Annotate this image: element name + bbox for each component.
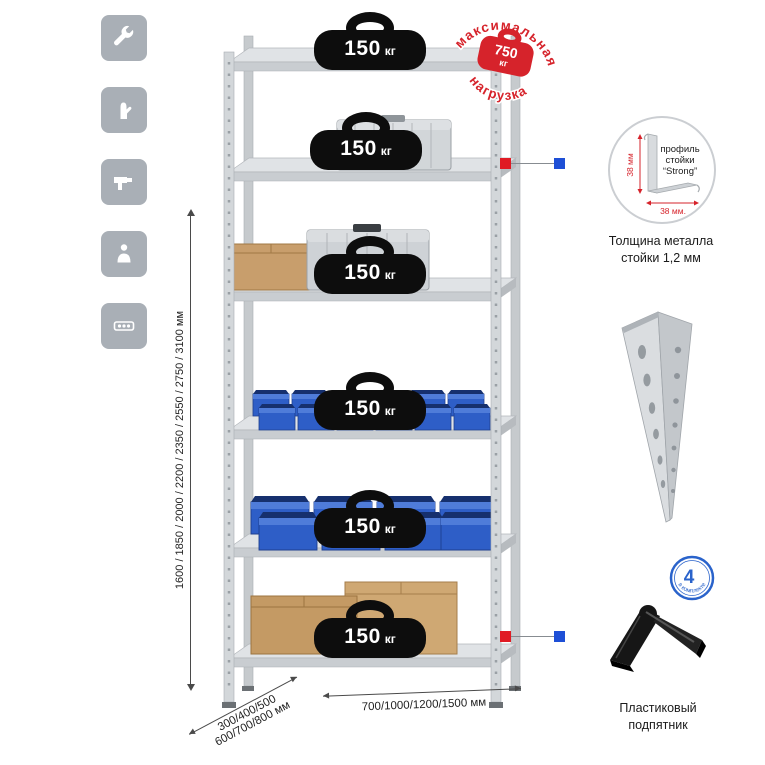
load-value: 150 — [340, 137, 377, 160]
load-value: 150 — [344, 625, 381, 648]
profile-label-line: стойки — [665, 155, 694, 166]
height-dimension-line — [186, 209, 195, 691]
max-load-stamp: максимальная нагрузка 750 кг — [429, 0, 577, 138]
feature-tile-drill — [101, 159, 147, 205]
load-unit: кг — [384, 404, 396, 418]
profile-label-line: “Strong” — [663, 166, 697, 177]
load-unit: кг — [384, 268, 396, 282]
drill-icon — [114, 177, 132, 190]
specs-icon — [113, 321, 135, 331]
caption-line: Толщина металла — [608, 234, 714, 248]
detail-connector-line — [511, 636, 554, 637]
feature-tile-wrench — [101, 15, 147, 61]
load-value: 150 — [344, 515, 381, 538]
detail-connector-line — [511, 163, 554, 164]
feature-tile-person — [101, 231, 147, 277]
included-count-badge: 4 в комплекте — [669, 555, 715, 601]
detail-marker-blue — [554, 158, 565, 169]
shelf-marker-red — [500, 631, 511, 642]
caption-line: Пластиковый — [619, 701, 697, 715]
load-unit: кг — [384, 522, 396, 536]
perforated-post — [621, 311, 693, 523]
load-unit: кг — [384, 632, 396, 646]
plastic-foot — [610, 605, 706, 672]
profile-label-line: профиль — [660, 144, 699, 155]
load-value: 150 — [344, 37, 381, 60]
shelf-marker-red — [500, 158, 511, 169]
caption-line: стойки 1,2 мм — [621, 250, 701, 265]
load-value: 150 — [344, 397, 381, 420]
profile-vertical-leg — [647, 133, 658, 194]
stamp-load-unit: кг — [498, 56, 509, 69]
cardboard-box — [230, 243, 312, 291]
feature-tile-gloves — [101, 87, 147, 133]
profile-caption: Толщина металла стойки 1,2 мм — [586, 233, 736, 267]
badge-number: 4 — [684, 567, 695, 588]
caption-line: подпятник — [628, 717, 688, 732]
person-icon — [117, 244, 131, 263]
wrench-icon — [114, 25, 134, 46]
foot-caption: Пластиковый подпятник — [583, 700, 733, 734]
dim-text-vertical: 38 мм — [625, 153, 635, 177]
post-profile-detail: 38 мм 38 мм. профиль стойки “Strong” — [608, 116, 716, 224]
load-value: 150 — [344, 261, 381, 284]
height-dimension-text: 1600 / 1850 / 2000 / 2200 / 2350 / 2550 … — [174, 310, 186, 590]
dim-text-horizontal: 38 мм. — [660, 206, 686, 216]
gloves-icon — [120, 102, 132, 119]
load-unit: кг — [384, 44, 396, 58]
detail-marker-blue — [554, 631, 565, 642]
load-unit: кг — [380, 144, 392, 158]
feature-tile-specs — [101, 303, 147, 349]
